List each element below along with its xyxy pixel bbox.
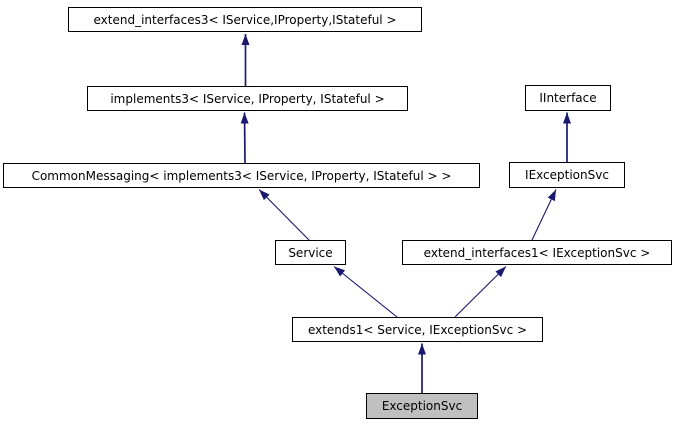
node-IExceptionSvc[interactable]: IExceptionSvc [509,162,625,188]
edge-CommonMessaging-to-implements3 [240,112,249,164]
node-extend_interfaces1[interactable]: extend_interfaces1< IExceptionSvc > [402,240,672,265]
edge-extends1-to-extend_interfaces1 [454,266,507,318]
node-Service[interactable]: Service [275,240,346,265]
node-IInterface[interactable]: IInterface [525,85,611,111]
edge-extends1-to-Service [333,266,398,318]
node-extend_interfaces3[interactable]: extend_interfaces3< IService,IProperty,I… [68,7,422,32]
node-implements3[interactable]: implements3< IService, IProperty, IState… [87,86,408,111]
edge-Service-to-CommonMessaging [258,189,310,241]
node-CommonMessaging[interactable]: CommonMessaging< implements3< IService, … [3,163,480,188]
edge-extend_interfaces1-to-IExceptionSvc [531,189,557,241]
node-extends1[interactable]: extends1< Service, IExceptionSvc > [292,317,543,342]
node-ExceptionSvc: ExceptionSvc [366,393,478,419]
